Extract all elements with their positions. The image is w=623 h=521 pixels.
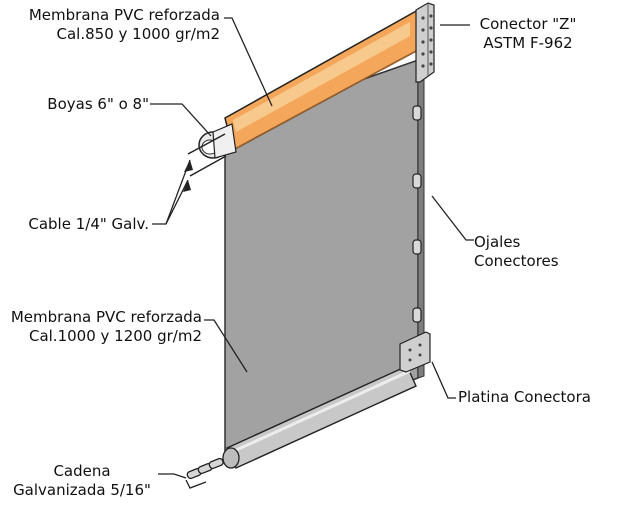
- label-cable-text: Cable 1/4" Galv.: [28, 215, 149, 233]
- label-platina: Platina Conectora: [458, 388, 591, 407]
- membrane-edge: [417, 55, 425, 379]
- leader-membrana-bottom: [204, 319, 248, 373]
- cable-lower: [189, 155, 227, 177]
- label-conector-z-line2: ASTM F-962: [483, 34, 573, 52]
- label-conector-z: Conector "Z" ASTM F-962: [472, 15, 584, 53]
- leader-ojales: [431, 195, 474, 241]
- leader-arrowheads: [183, 160, 193, 192]
- grommet: [412, 239, 422, 255]
- leader-membrana-top: [224, 17, 273, 107]
- grommet: [412, 173, 422, 189]
- connector-plate-holes: [408, 343, 422, 362]
- grommet: [412, 105, 422, 121]
- chain: [186, 457, 224, 480]
- float-body: [212, 123, 237, 159]
- chain-tail: [185, 479, 207, 489]
- leader-platina: [431, 361, 456, 399]
- connector-plate: [399, 331, 431, 373]
- label-cadena: Cadena Galvanizada 5/16": [6, 462, 158, 500]
- label-ojales: Ojales Conectores: [474, 233, 559, 271]
- z-connector-holes: [421, 14, 433, 68]
- label-membrana-top-line1: Membrana PVC reforzada: [28, 6, 220, 24]
- label-membrana-bottom: Membrana PVC reforzada Cal.1000 y 1200 g…: [11, 308, 202, 346]
- label-boyas-text: Boyas 6" o 8": [47, 95, 149, 113]
- grommets: [412, 105, 422, 323]
- label-membrana-top-line2: Cal.850 y 1000 gr/m2: [56, 25, 220, 43]
- leader-cadena: [158, 473, 187, 479]
- label-membrana-top: Membrana PVC reforzada Cal.850 y 1000 gr…: [29, 6, 220, 44]
- bottom-tube-highlight: [231, 369, 411, 454]
- label-platina-text: Platina Conectora: [458, 388, 591, 406]
- chain-link: [208, 457, 224, 470]
- label-ojales-line1: Ojales: [474, 233, 521, 251]
- label-conector-z-line1: Conector "Z": [479, 15, 577, 33]
- grommet: [412, 307, 422, 323]
- label-cable: Cable 1/4" Galv.: [28, 215, 149, 234]
- float-fold: [232, 49, 419, 151]
- leader-cable: [152, 179, 189, 225]
- leader-lines: [150, 17, 474, 479]
- label-membrana-bottom-line1: Membrana PVC reforzada: [10, 308, 202, 326]
- label-membrana-bottom-line2: Cal.1000 y 1200 gr/m2: [28, 327, 202, 345]
- label-cadena-line2: Galvanizada 5/16": [13, 481, 151, 499]
- label-boyas: Boyas 6" o 8": [47, 95, 149, 114]
- label-cadena-line1: Cadena: [53, 462, 111, 480]
- bottom-tube-cap: [222, 447, 240, 469]
- label-ojales-line2: Conectores: [474, 252, 559, 270]
- cable-upper: [187, 133, 226, 155]
- leader-boyas: [150, 103, 212, 137]
- float-highlight: [233, 22, 410, 132]
